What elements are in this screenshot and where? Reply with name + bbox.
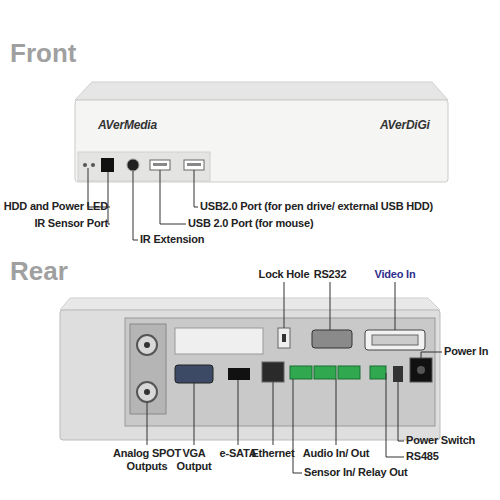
device-rear (60, 310, 440, 440)
port-label: IR Sensor Port (0, 217, 108, 230)
brand-logo: AVerDiGi (380, 118, 450, 132)
port-label: USB2.0 Port (for pen drive/ external USB… (200, 200, 498, 213)
rs232-port (312, 330, 352, 348)
leader-line (238, 380, 239, 445)
ethernet-port (262, 362, 284, 382)
ir-jack (127, 159, 139, 171)
esata-port (228, 368, 250, 380)
power-jack (410, 358, 432, 382)
usb-tongue (153, 163, 167, 166)
usb-port (150, 160, 170, 170)
port-label: Sensor In/ Relay Out (304, 466, 424, 479)
device-top (75, 82, 448, 100)
port-label: Power Switch (406, 434, 498, 447)
terminal-block (290, 366, 312, 379)
leader-line (421, 352, 442, 358)
lock-slot (282, 334, 286, 342)
power-pin (417, 366, 425, 374)
power-switch (393, 366, 403, 382)
leader-line (398, 382, 404, 441)
bnc-connector (137, 382, 157, 402)
port-label: Audio In/ Out (296, 447, 376, 460)
led (91, 163, 95, 167)
leader-line (284, 282, 285, 328)
leader-line (336, 379, 337, 445)
terminal-block (338, 366, 360, 379)
port-label: Lock Hole (244, 268, 324, 281)
port-label: VGA Output (170, 447, 218, 473)
rating-plate (175, 328, 263, 354)
leader-line (133, 171, 138, 240)
leader-line (273, 382, 274, 445)
leader-line (386, 373, 404, 457)
port-label: RS232 (300, 268, 360, 281)
lock-hole (278, 328, 290, 348)
dvi-port (365, 330, 425, 350)
bnc-plate (130, 324, 166, 414)
port-label: Ethernet (246, 447, 300, 460)
port-label: Video In (360, 268, 430, 281)
dvi-pins (372, 335, 418, 345)
port-label: Power In (444, 345, 500, 358)
led (83, 163, 87, 167)
vga-port (175, 365, 213, 383)
device-top (60, 298, 440, 310)
leader-line (108, 172, 110, 224)
port-recess (78, 152, 210, 181)
brand-logo: AVerMedia (98, 118, 198, 132)
bnc-connector (137, 335, 157, 355)
usb-port (184, 160, 204, 170)
leader-line (330, 282, 331, 330)
rear-panel (125, 318, 435, 426)
leader-line (395, 282, 396, 330)
device-front (75, 100, 448, 182)
bnc-pin (144, 389, 150, 395)
port-label: IR Extension (140, 233, 260, 246)
ir-sensor (101, 158, 114, 172)
section-heading: Front (10, 38, 150, 68)
section-heading: Rear (10, 256, 150, 286)
port-label: Analog SPOT Outputs (110, 447, 184, 473)
port-label: HDD and Power LED (0, 200, 108, 213)
bnc-pin (144, 342, 150, 348)
usb-tongue (187, 163, 201, 166)
terminal-block (370, 366, 386, 379)
leader-line (147, 402, 148, 445)
leader-line (194, 383, 195, 445)
port-label: USB 2.0 Port (for mouse) (188, 217, 388, 230)
leader-line (194, 170, 198, 207)
leader-line (160, 170, 186, 224)
terminal-block (314, 366, 336, 379)
port-label: RS485 (406, 450, 476, 463)
